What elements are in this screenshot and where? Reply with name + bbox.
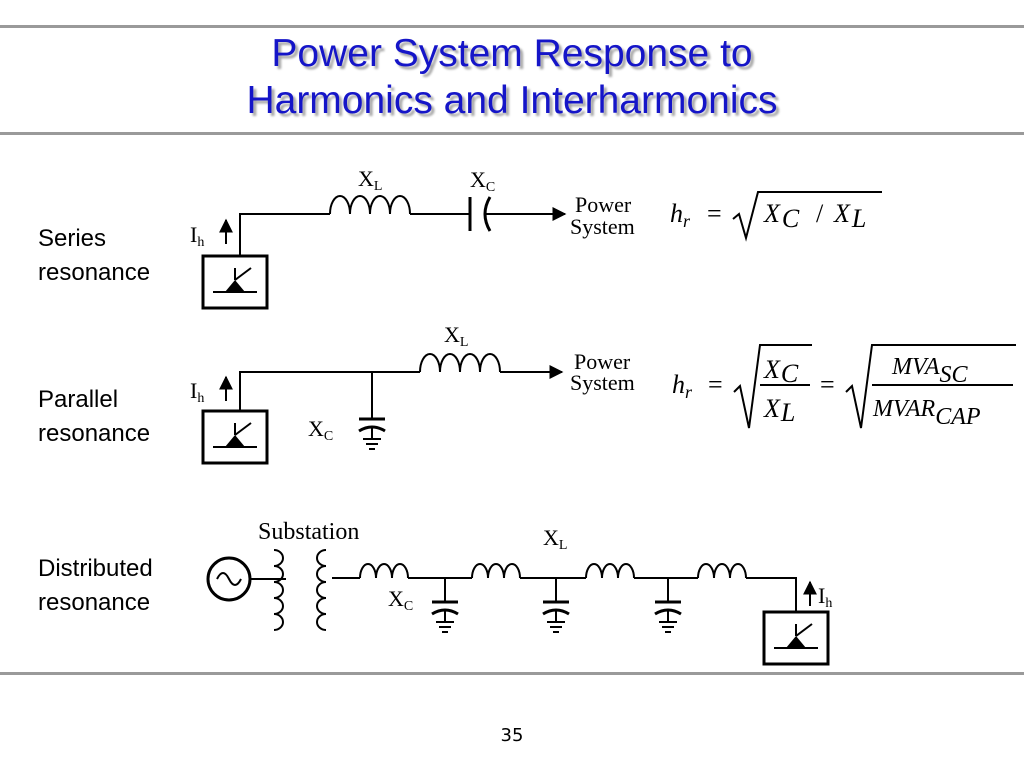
distributed-capacitor-3-icon [653,576,683,634]
parallel-ih-label: Ih [190,378,204,406]
top-rule [0,25,1024,28]
series-formula-equals: = [707,199,722,228]
parallel-resonance-label: Parallel resonance [38,383,150,451]
title-line-1: Power System Response to [271,32,753,75]
bottom-rule [0,672,1024,675]
series-power-label: Power [575,192,632,217]
series-resonance-formula: hr = XC / XL [670,191,882,242]
parallel-circuit: Ih XL XC Power System hr = XC XL = MVASC… [190,322,1016,465]
distributed-inductor-2-icon [471,563,521,579]
series-sqrt-sign [732,191,882,242]
parallel-formula-mva-sc: MVASC [891,354,969,388]
parallel-capacitor-ground-icon [357,393,387,451]
distributed-capacitor-2-icon [541,576,571,634]
series-system-label: System [570,214,635,239]
series-circuit: Ih XL XC Power System hr = XC / XL [190,166,882,310]
distributed-resonance-label: Distributed resonance [38,552,153,620]
series-formula-slash: / [816,199,824,228]
distributed-wire-5 [746,577,797,612]
series-resonance-label: Series resonance [38,222,150,290]
parallel-sqrt-sign-1 [733,344,812,429]
series-xl-label: XL [358,166,382,194]
parallel-formula-hr: hr [672,370,693,402]
parallel-formula-equals: = [708,370,723,399]
title-line-2: Harmonics and Interharmonics [246,79,778,122]
substation-label: Substation [258,519,359,545]
distributed-xc-label: XC [388,586,413,614]
parallel-formula-equals-2: = [820,370,835,399]
series-label-line-2: resonance [38,259,151,286]
title-underline [0,132,1024,135]
series-wire-left [239,213,330,256]
parallel-label-line-2: resonance [38,420,151,447]
distributed-inductor-3-icon [585,563,635,579]
distributed-ih-label: Ih [818,583,832,611]
parallel-formula-mvar-cap: MVARCAP [872,396,981,430]
parallel-formula-den-xl: XL [763,394,795,427]
parallel-wire-left [239,371,420,411]
ac-sine-icon [216,572,242,586]
series-ih-label: Ih [190,222,204,250]
distributed-xl-label: XL [543,525,567,553]
harmonic-source-icon [201,409,269,465]
parallel-resonance-formula: hr = XC XL = MVASC MVARCAP [672,344,1016,430]
parallel-sqrt-sign-2 [845,344,1016,429]
parallel-power-label: Power [574,349,631,374]
series-xc-label: XC [470,167,495,195]
parallel-xc-label: XC [308,416,333,444]
transformer-primary-icon [273,549,284,631]
parallel-inductor-icon [419,353,501,373]
transformer-secondary-icon [316,549,327,631]
harmonic-source-icon [762,610,830,666]
distributed-label-line-1: Distributed [38,555,153,582]
parallel-xl-label: XL [444,322,468,350]
distributed-circuit: Ih Substation XL XC [206,519,832,666]
parallel-formula-num-xc: XC [763,355,799,388]
slide-title: Power System Response to Harmonics and I… [0,30,1024,124]
parallel-label-line-1: Parallel [38,386,119,413]
harmonic-source-icon [201,254,269,310]
distributed-inductor-4-icon [697,563,747,579]
parallel-system-label: System [570,370,635,395]
page-number: 35 [500,725,524,746]
distributed-inductor-1-icon [359,563,409,579]
distributed-capacitor-1-icon [430,576,460,634]
series-formula-hr: hr [670,199,691,231]
series-label-line-1: Series [38,225,107,252]
series-formula-xl: XL [833,199,866,233]
series-formula-xc: XC [763,199,800,233]
distributed-label-line-2: resonance [38,589,151,616]
series-inductor-icon [329,195,411,215]
